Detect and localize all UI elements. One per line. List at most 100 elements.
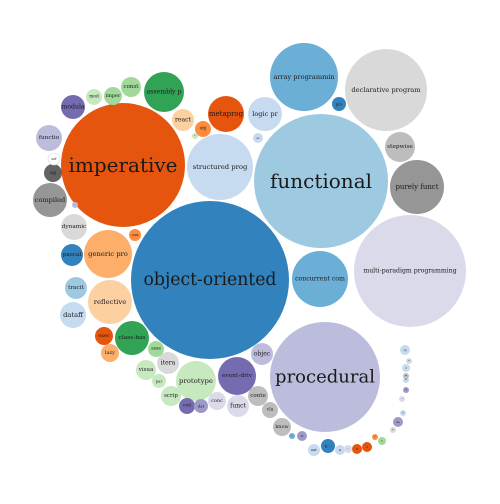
bubble-par[interactable]: par (152, 374, 166, 388)
bubble-event-driv[interactable]: event-driv (218, 357, 256, 395)
bubble-circle[interactable] (344, 445, 352, 453)
bubble-circle[interactable] (227, 395, 249, 417)
bubble-objec[interactable]: objec (251, 343, 273, 365)
bubble-circle[interactable] (194, 399, 208, 413)
bubble-circle[interactable] (61, 95, 85, 119)
bubble-dataff[interactable]: dataff (60, 302, 86, 328)
bubble-circle[interactable] (403, 387, 409, 393)
bubble-circle[interactable] (385, 132, 415, 162)
bubble-circle[interactable] (208, 96, 244, 132)
bubble-circle[interactable] (157, 352, 179, 374)
bubble-conte[interactable]: conte (248, 386, 268, 406)
bubble-multi-paradigm-programming[interactable]: multi-paradigm programming (354, 215, 466, 327)
bubble-circle[interactable] (104, 87, 122, 105)
bubble-circle[interactable] (400, 345, 410, 355)
bubble-circle[interactable] (362, 442, 372, 452)
bubble-circle[interactable] (393, 417, 403, 427)
bubble-declarative-program[interactable]: declarative program (345, 49, 427, 131)
bubble-structured-prog[interactable]: structured prog (187, 134, 253, 200)
bubble-reflective[interactable]: reflective (88, 280, 132, 324)
bubble-prototype[interactable]: prototype (176, 361, 216, 401)
bubble-circle[interactable] (248, 97, 282, 131)
bubble-concurrent-com[interactable]: concurrent com (292, 251, 348, 307)
bubble-purely-funct[interactable]: purely funct (390, 160, 444, 214)
bubble-circle[interactable] (332, 97, 346, 111)
bubble-b[interactable]: b (378, 437, 386, 445)
bubble-circle[interactable] (406, 358, 412, 364)
bubble-circle[interactable] (88, 280, 132, 324)
bubble-logic-pr[interactable]: logic pr (248, 97, 282, 131)
bubble-circle[interactable] (36, 125, 62, 151)
bubble-asse[interactable]: asse (148, 341, 164, 357)
bubble-conc[interactable]: conc (208, 392, 226, 410)
bubble-circle[interactable] (176, 361, 216, 401)
bubble-p[interactable]: p (390, 427, 396, 433)
bubble-const[interactable]: const (121, 77, 141, 97)
bubble-circle[interactable] (144, 72, 184, 112)
bubble-circle[interactable] (208, 392, 226, 410)
bubble-circle[interactable] (129, 229, 141, 241)
bubble-circle[interactable] (335, 445, 345, 455)
bubble-compiled[interactable]: compiled (33, 183, 67, 217)
bubble-fu[interactable]: fu (297, 431, 307, 441)
bubble-modula[interactable]: modula (61, 95, 85, 119)
bubble-circle[interactable] (121, 77, 141, 97)
bubble-ex[interactable]: ex (253, 133, 263, 143)
bubble-t[interactable]: t (328, 444, 334, 450)
bubble-circle[interactable] (328, 444, 334, 450)
bubble-tracit[interactable]: tracit (65, 277, 87, 299)
bubble-circle[interactable] (308, 444, 320, 456)
bubble-circle[interactable] (60, 302, 86, 328)
bubble-functional[interactable]: functional (254, 114, 388, 248)
bubble-circle[interactable] (262, 402, 278, 418)
bubble-circle[interactable] (152, 374, 166, 388)
bubble-procedural[interactable]: procedural (270, 322, 380, 432)
bubble-pro[interactable]: pro (332, 97, 346, 111)
bubble-assembly-p[interactable]: assembly p (144, 72, 184, 112)
bubble-circle[interactable] (44, 164, 62, 182)
bubble-m[interactable]: m (403, 373, 409, 379)
bubble-c[interactable]: c (344, 445, 352, 453)
bubble-generic-pro[interactable]: generic pro (84, 230, 132, 278)
bubble-ag[interactable]: ag (44, 164, 62, 182)
bubble-circle[interactable] (161, 386, 181, 406)
bubble-circle[interactable] (372, 434, 378, 440)
bubble-d[interactable]: d (362, 442, 372, 452)
bubble-funct[interactable]: funct (227, 395, 249, 417)
bubble-cla[interactable]: cla (262, 402, 278, 418)
bubble-circle[interactable] (403, 373, 409, 379)
bubble-la[interactable]: la (335, 445, 345, 455)
bubble-de[interactable]: de (393, 417, 403, 427)
bubble-a[interactable]: a (192, 133, 198, 139)
bubble-circle[interactable] (254, 114, 388, 248)
bubble-ar[interactable]: ar (402, 364, 410, 372)
bubble-lazy[interactable]: lazy (101, 344, 119, 362)
bubble-circle[interactable] (131, 201, 289, 359)
bubble-fl[interactable]: fl (352, 444, 362, 454)
bubble-circle[interactable] (270, 322, 380, 432)
bubble-circle[interactable] (86, 89, 102, 105)
bubble-dat[interactable]: dat (194, 399, 208, 413)
bubble-circle[interactable] (297, 431, 307, 441)
bubble-circle[interactable] (270, 43, 338, 111)
bubble-circle[interactable] (192, 133, 198, 139)
bubble-circle[interactable] (399, 396, 405, 402)
bubble-functio[interactable]: functio (36, 125, 62, 151)
bubble-circle[interactable] (248, 386, 268, 406)
bubble-pascal[interactable]: pascal (61, 244, 83, 266)
bubble-circle[interactable] (345, 49, 427, 131)
bubble-nat[interactable]: nat (308, 444, 320, 456)
bubble-circle[interactable] (148, 341, 164, 357)
bubble-o[interactable]: o (372, 434, 378, 440)
bubble-exec[interactable]: exec (95, 327, 113, 345)
bubble-circle[interactable] (47, 152, 61, 166)
bubble-know[interactable]: know (273, 418, 291, 436)
bubble-q[interactable]: q (403, 387, 409, 393)
bubble-op[interactable]: op (400, 345, 410, 355)
bubble-circle[interactable] (253, 133, 263, 143)
bubble-circle[interactable] (218, 357, 256, 395)
bubble-si[interactable]: si (406, 358, 412, 364)
bubble-i[interactable]: i (72, 202, 78, 208)
bubble-itera[interactable]: itera (157, 352, 179, 374)
bubble-circle[interactable] (390, 427, 396, 433)
